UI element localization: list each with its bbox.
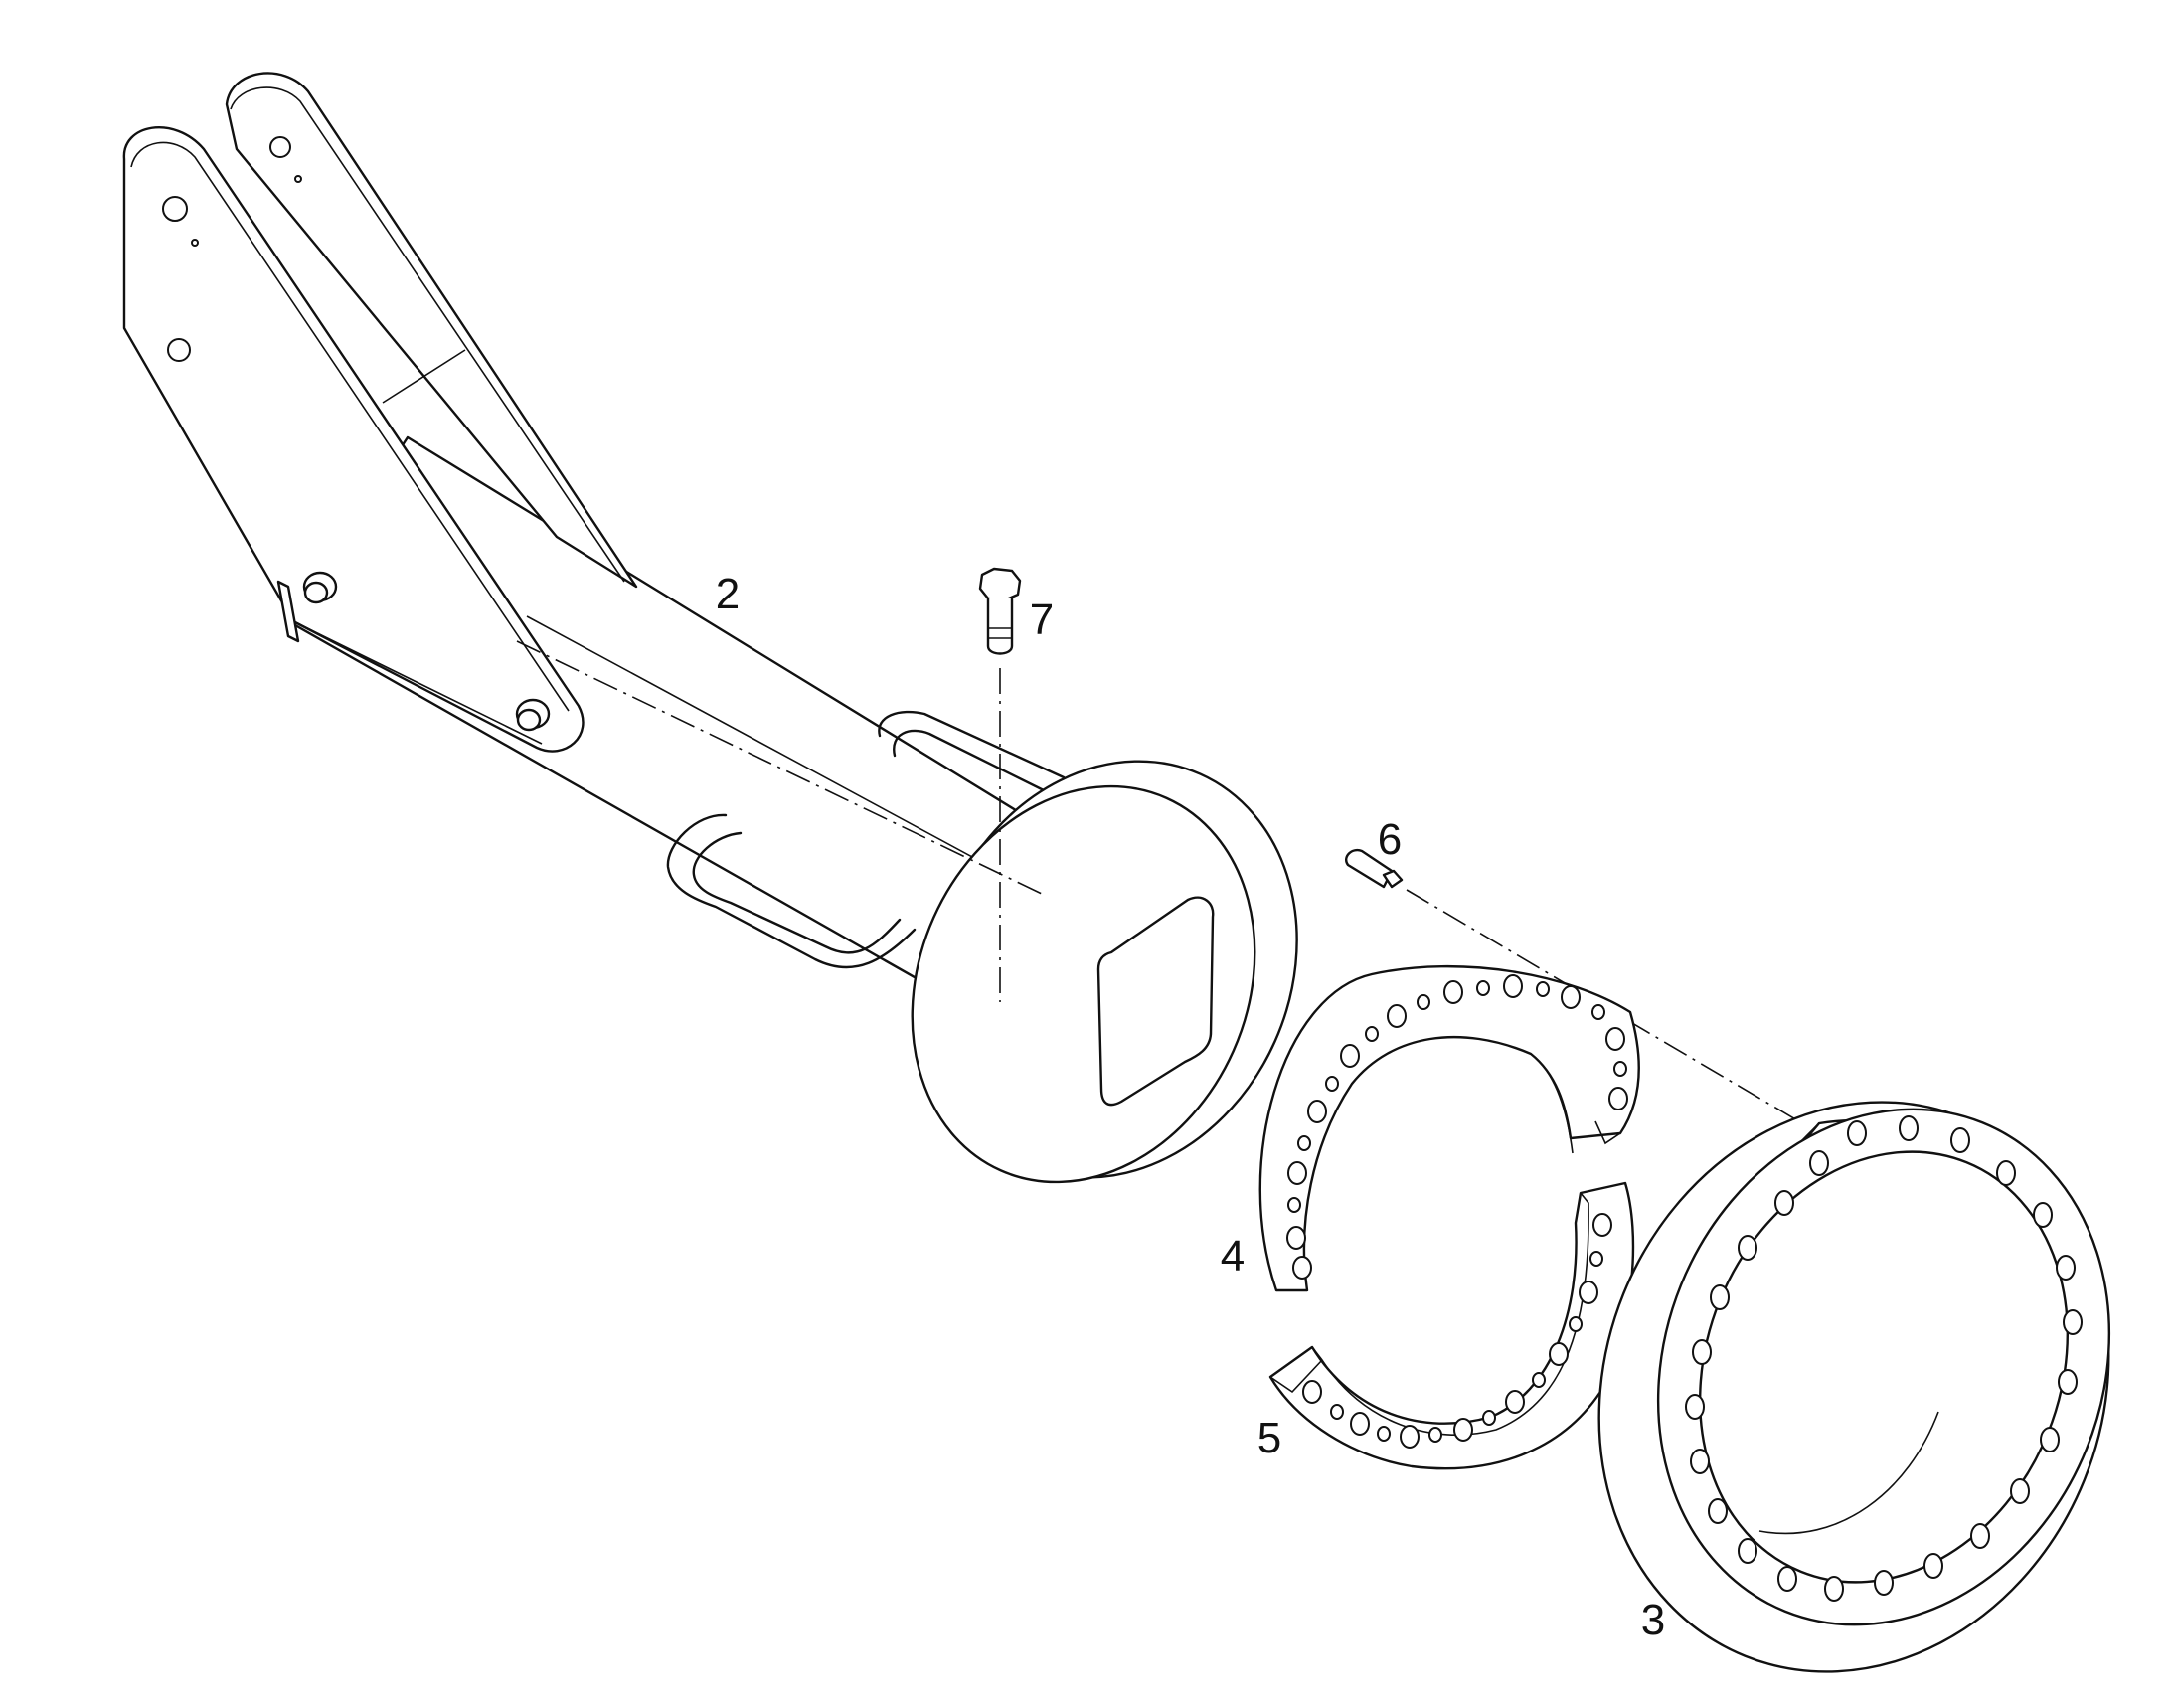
front-plate-hole-upper bbox=[162, 196, 188, 222]
front-plate-pinhole bbox=[191, 239, 199, 247]
ring-3-holes bbox=[1685, 1115, 2083, 1602]
square-socket bbox=[1096, 896, 1215, 1107]
callout-2: 2 bbox=[715, 570, 741, 618]
rear-plate-pinhole bbox=[294, 175, 302, 183]
ring-5-holes bbox=[1302, 1213, 1612, 1449]
rear-side-plate bbox=[225, 72, 638, 589]
half-ring-5 bbox=[1268, 1181, 1635, 1470]
front-side-plate bbox=[122, 126, 585, 753]
lower-handle bbox=[666, 813, 917, 969]
half-ring-4 bbox=[1258, 964, 1640, 1292]
rear-plate-hole bbox=[269, 136, 291, 158]
round-end-plate bbox=[911, 760, 1298, 1184]
bottom-flange bbox=[276, 580, 300, 643]
bolt-7 bbox=[978, 567, 1022, 1002]
mounting-ring-3 bbox=[1597, 1101, 2111, 1673]
front-plate-hole-lower bbox=[167, 338, 191, 362]
callout-6: 6 bbox=[1377, 815, 1403, 864]
callout-3: 3 bbox=[1640, 1596, 1666, 1644]
callout-7: 7 bbox=[1029, 596, 1055, 644]
callout-5: 5 bbox=[1256, 1414, 1282, 1462]
tube-centerline bbox=[516, 640, 1045, 896]
callout-4: 4 bbox=[1220, 1232, 1246, 1281]
ring-4-holes bbox=[1286, 974, 1628, 1280]
arm-assembly bbox=[122, 72, 1298, 1184]
